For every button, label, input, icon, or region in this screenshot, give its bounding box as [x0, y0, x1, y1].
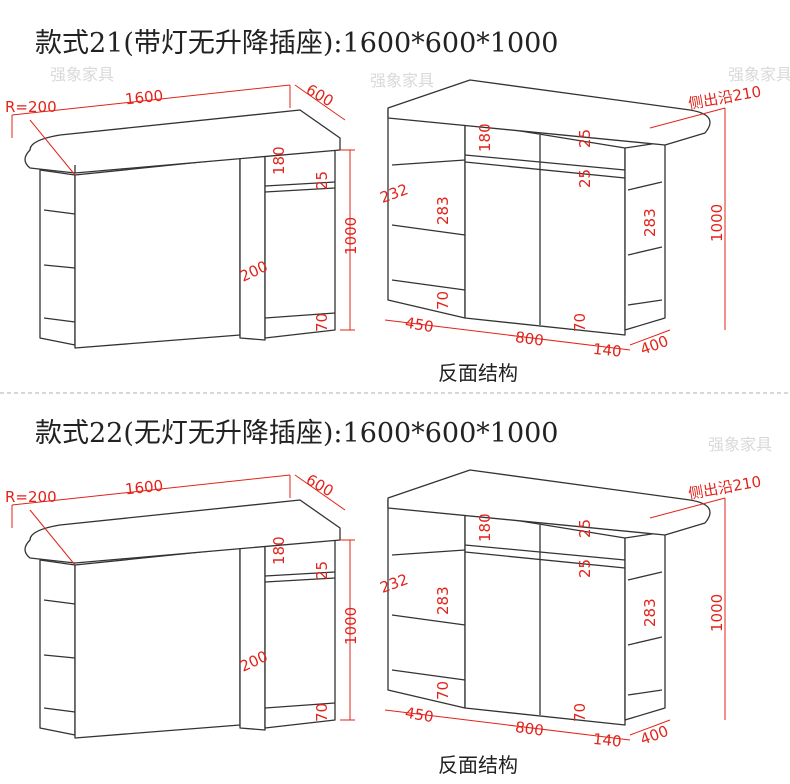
caption: 反面结构 [438, 361, 518, 385]
dim-depth: 600 [303, 80, 337, 110]
back-view-drawing [387, 469, 711, 726]
dim-base: 70 [571, 703, 589, 722]
dim-base: 70 [571, 313, 589, 332]
dim-shelf-spacing: 283 [434, 196, 452, 225]
dim-height: 1000 [342, 607, 360, 645]
dim-center-width: 800 [514, 328, 545, 350]
dim-upper-drawer: 180 [476, 513, 494, 542]
back-view-drawing [387, 79, 711, 336]
dim-base: 70 [313, 313, 331, 332]
dim-left-width: 450 [404, 704, 435, 727]
dim-drawer-height: 180 [270, 146, 288, 175]
watermark: 强象家具 [50, 65, 114, 84]
watermark: 强象家具 [708, 435, 772, 454]
dim-radius: R=200 [5, 98, 57, 116]
dim-gap: 25 [313, 561, 331, 580]
section-title: 款式21(带灯无升降插座):1600*600*1000 [35, 28, 558, 59]
dim-total-height: 1000 [708, 204, 726, 242]
dim-gap: 25 [313, 171, 331, 190]
dim-base: 70 [434, 291, 452, 310]
dim-length: 1600 [124, 477, 164, 499]
section-style-21: 款式21(带灯无升降插座):1600*600*1000 强象家具 强象家具 强象… [5, 28, 790, 385]
dim-upper-drawer: 180 [476, 123, 494, 152]
dim-base: 70 [313, 703, 331, 722]
dim-length: 1600 [124, 87, 164, 109]
dim-height: 1000 [342, 217, 360, 255]
dim-depth: 600 [303, 470, 337, 500]
dim-side-width: 140 [592, 340, 622, 361]
dim-shelf-spacing: 283 [434, 586, 452, 615]
watermark: 强象家具 [370, 71, 434, 90]
dim-total-height: 1000 [708, 594, 726, 632]
dim-gap: 25 [576, 129, 594, 148]
front-view-drawing [24, 109, 341, 349]
watermark: 强象家具 [728, 65, 790, 84]
dim-center-width: 800 [514, 718, 545, 740]
dim-side-shelf: 283 [641, 598, 659, 627]
section-style-22: 款式22(无灯无升降插座):1600*600*1000 强象家具 强象家具 强象… [5, 418, 772, 777]
dim-side-depth: 400 [638, 722, 671, 749]
dim-side-depth: 400 [638, 332, 671, 359]
dim-side-shelf: 283 [641, 208, 659, 237]
section-title: 款式22(无灯无升降插座):1600*600*1000 [35, 418, 558, 449]
dim-left-width: 450 [404, 314, 435, 337]
dim-radius: R=200 [5, 488, 57, 506]
dim-drawer-height: 180 [270, 536, 288, 565]
front-view-drawing [24, 499, 341, 739]
dim-base: 70 [434, 681, 452, 700]
dim-gap: 25 [576, 169, 594, 188]
dim-gap: 25 [576, 559, 594, 578]
dim-side-width: 140 [592, 730, 622, 751]
caption: 反面结构 [438, 753, 518, 777]
dim-gap: 25 [576, 519, 594, 538]
